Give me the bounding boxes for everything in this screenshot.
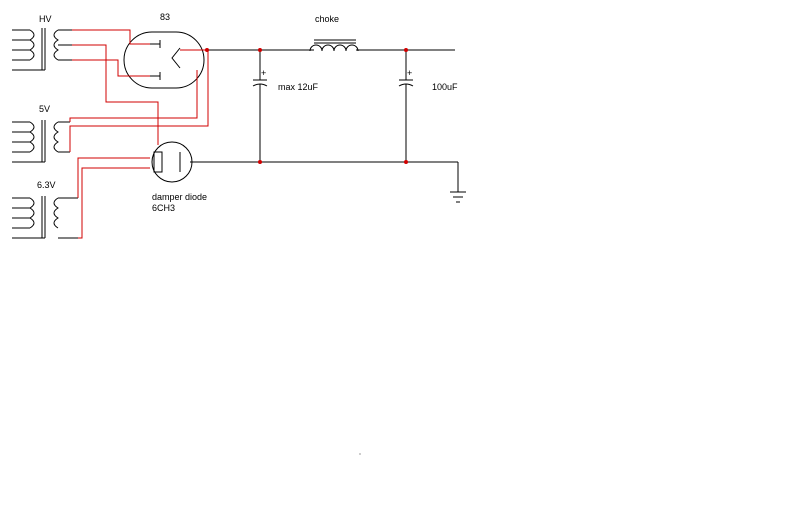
stray-dot — [359, 453, 361, 455]
label-cap-100uf: 100uF — [432, 82, 458, 92]
label-damper-diode: damper diode — [152, 192, 207, 202]
hv-transformer — [12, 28, 72, 71]
ground-symbol — [450, 162, 466, 203]
5v-transformer — [12, 120, 70, 163]
tube-83 — [123, 31, 205, 89]
damper-diode-tube — [151, 141, 193, 183]
capacitor-12uf — [252, 50, 268, 162]
capacitor-100uf — [398, 50, 414, 162]
label-choke: choke — [315, 14, 339, 24]
black-bus-wires — [190, 49, 458, 163]
cap-100uf-plus: + — [407, 68, 412, 78]
choke-inductor — [309, 39, 359, 52]
label-5v: 5V — [39, 104, 50, 114]
label-tube-83: 83 — [160, 12, 170, 22]
label-6v3: 6.3V — [37, 180, 56, 190]
label-cap-12uf: max 12uF — [278, 82, 319, 92]
red-wiring — [69, 29, 209, 239]
junction-dots — [205, 48, 408, 164]
label-6ch3: 6CH3 — [152, 203, 175, 213]
label-hv: HV — [39, 14, 52, 24]
6v3-transformer — [12, 196, 78, 239]
cap-12uf-plus: + — [261, 68, 266, 78]
